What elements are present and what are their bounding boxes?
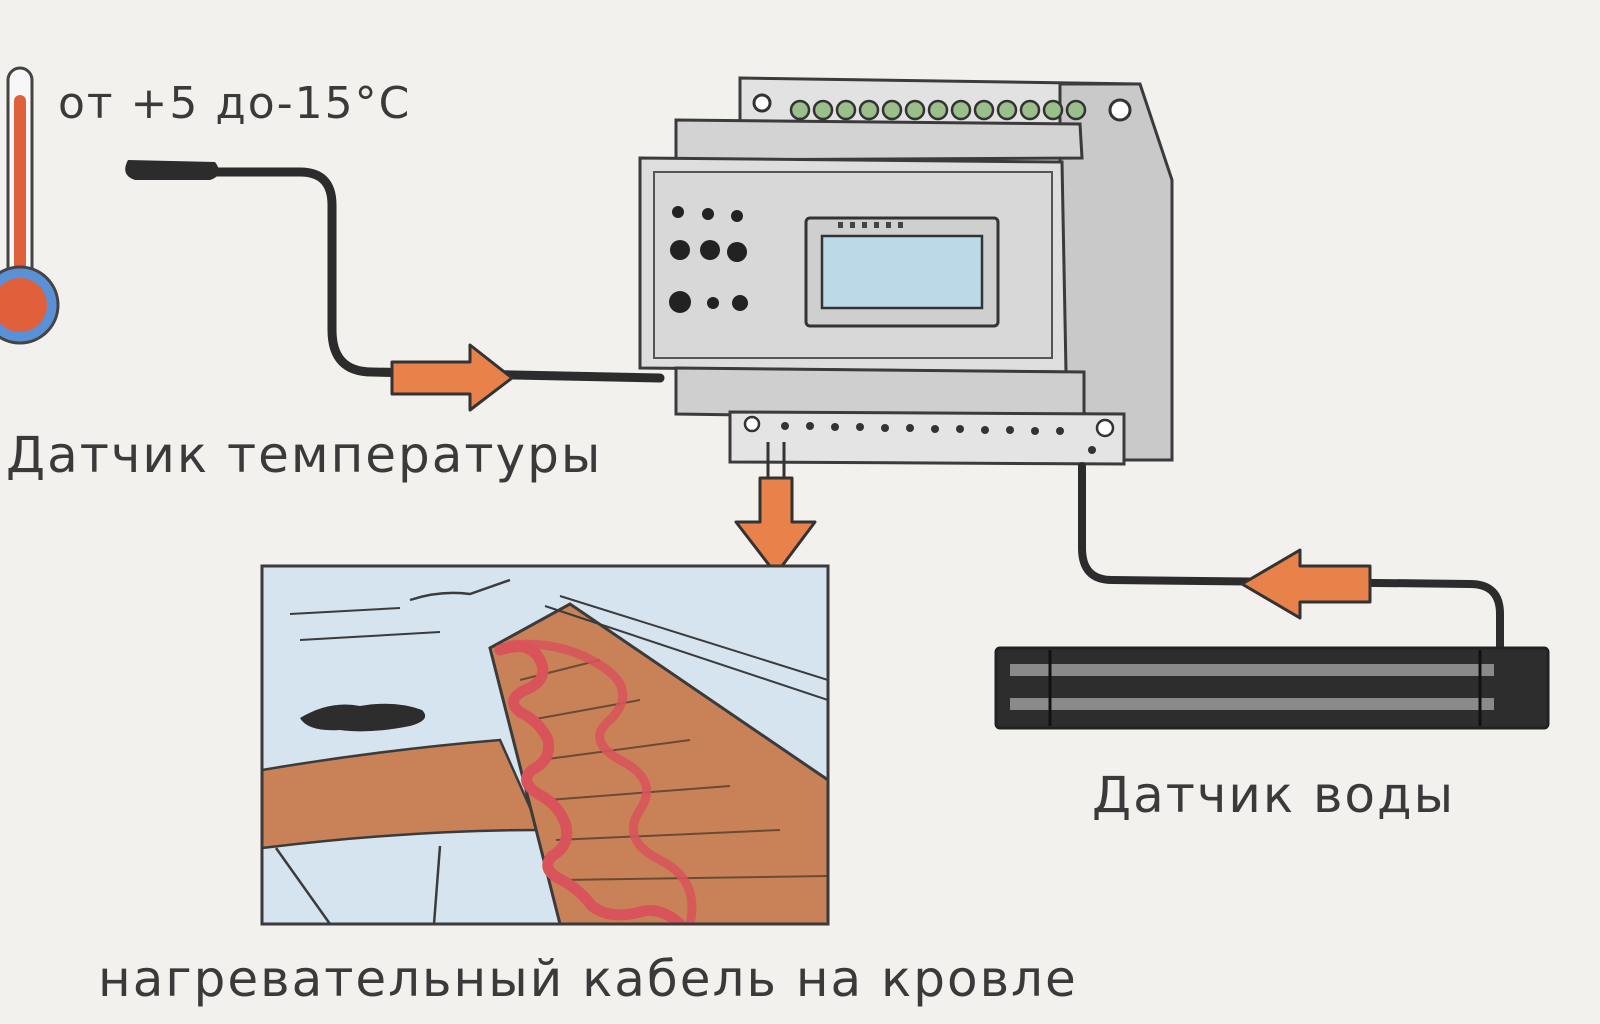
terminal-block-top [789, 99, 1087, 121]
temperature-range-label: от +5 до-15°С [58, 78, 411, 129]
roof-heating-illustration [260, 564, 830, 926]
heating-cable-label: нагревательный кабель на кровле [98, 950, 1078, 1008]
arrow-left-icon [1240, 548, 1372, 620]
water-sensor-label: Датчик воды [1092, 766, 1455, 824]
controller-unit [638, 76, 1174, 466]
water-sensor-icon [994, 646, 1550, 730]
temperature-sensor-probe [125, 160, 665, 383]
temperature-sensor-label: Датчик температуры [6, 426, 602, 484]
terminal-block-bottom [743, 415, 1115, 454]
lcd-display [804, 216, 1000, 328]
controller-buttons [669, 206, 748, 313]
arrow-down-icon [734, 442, 817, 576]
thermometer-icon [0, 66, 60, 345]
arrow-right-icon [390, 343, 514, 412]
